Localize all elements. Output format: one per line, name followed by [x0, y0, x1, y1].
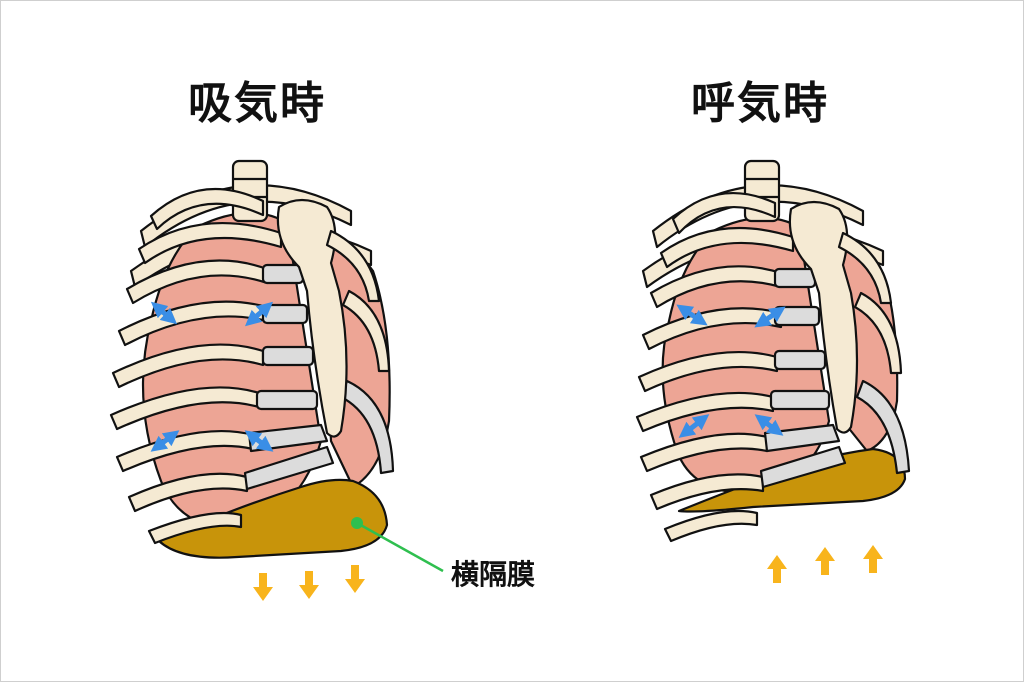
rib-contract-arrow — [676, 304, 708, 326]
rib-expand-arrow — [150, 301, 178, 325]
rib-contract-arrow — [754, 306, 786, 328]
front-ribs — [109, 187, 283, 545]
inhale-title: 吸気時 — [188, 78, 326, 129]
diaphragm-arrows-down — [253, 565, 365, 601]
costal-cartilage — [759, 267, 911, 489]
ribcage-inhale — [109, 159, 395, 559]
diaphragm-inhale — [157, 478, 389, 559]
arrow-up-icon — [815, 547, 835, 575]
rib-expand-arrow — [244, 430, 274, 452]
arrow-down-icon — [299, 571, 319, 599]
arrow-up-icon — [863, 545, 883, 573]
diaphragm-arrows-up — [767, 545, 883, 583]
side-ribs — [837, 231, 903, 375]
arrow-down-icon — [253, 573, 273, 601]
arrow-up-icon — [767, 555, 787, 583]
exhale-title: 呼気時 — [691, 78, 829, 129]
ribcage-exhale — [635, 159, 911, 543]
diaphragm-label: 横隔膜 — [451, 558, 536, 591]
sternum — [788, 200, 859, 434]
rib-arrows-inhale — [150, 301, 274, 452]
sternum — [276, 198, 348, 438]
rib-contract-arrow — [754, 414, 784, 436]
side-ribs — [325, 229, 391, 373]
rib-expand-arrow — [244, 301, 274, 327]
arrow-down-icon — [345, 565, 365, 593]
rib-arrows-exhale — [676, 304, 786, 438]
diaphragm-leader — [351, 517, 444, 573]
rib-contract-arrow — [678, 414, 710, 438]
rib-expand-arrow — [150, 430, 180, 452]
